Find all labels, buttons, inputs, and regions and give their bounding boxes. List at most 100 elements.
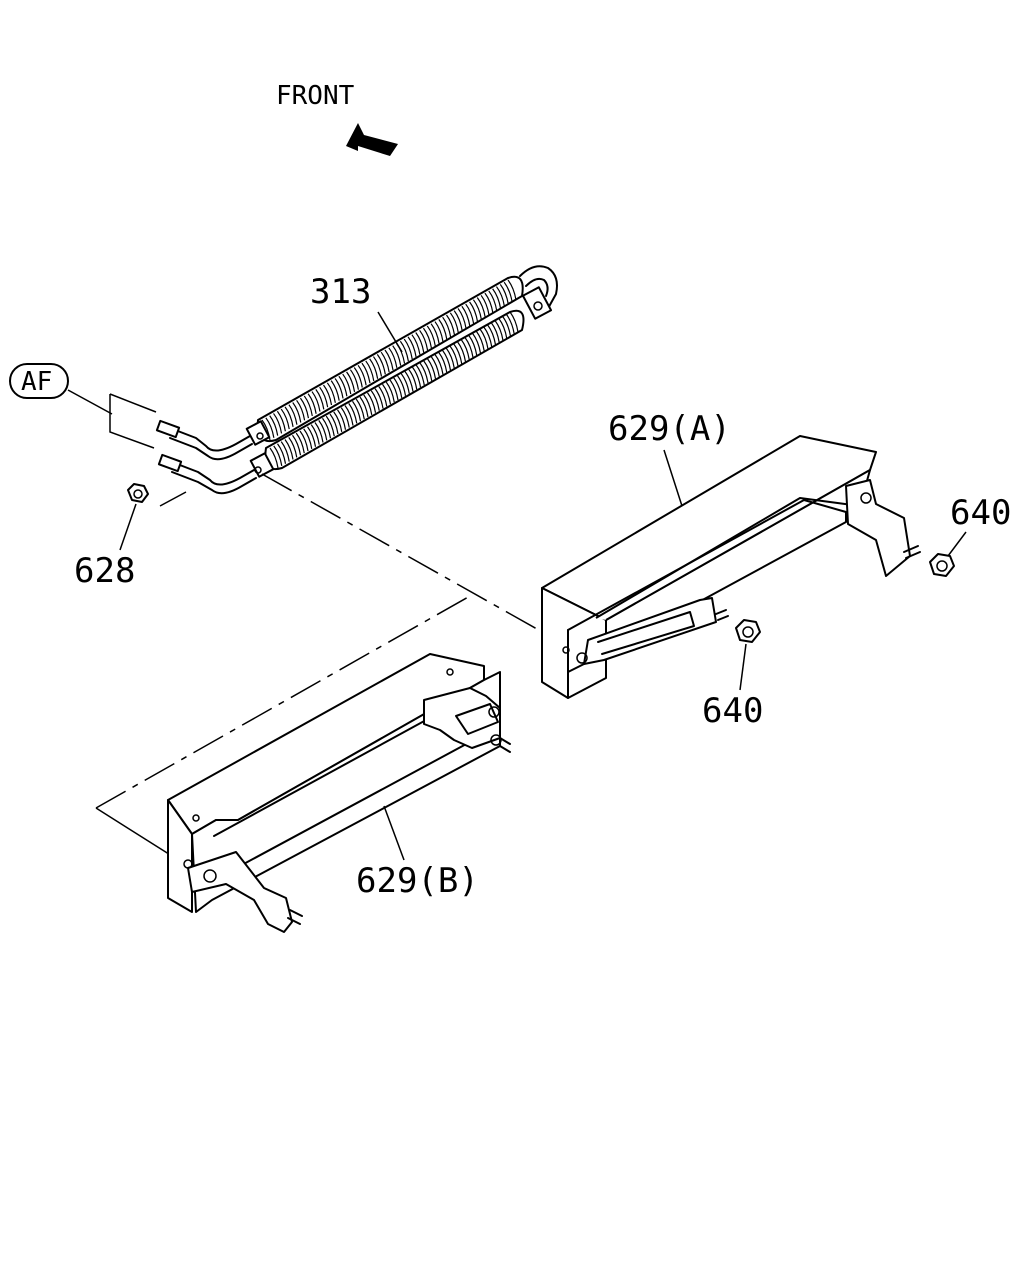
cooler-fin: [438, 352, 448, 373]
cooler-fin: [303, 395, 313, 417]
cooler-fin: [442, 316, 452, 338]
cooler-fin: [415, 364, 425, 386]
cooler-fin: [370, 390, 380, 411]
cooler-fin: [323, 384, 333, 406]
leader-640-right: [947, 531, 967, 557]
cooler-fin: [389, 379, 399, 401]
leader-628: [119, 503, 137, 551]
cooler-fin: [392, 345, 402, 366]
nut-640-right: [929, 553, 955, 577]
cooler-fin: [480, 294, 490, 316]
cooler-fin: [449, 312, 459, 333]
cooler-fin: [427, 358, 437, 379]
cooler-fin: [483, 326, 493, 347]
cooler-fin: [299, 430, 309, 452]
cooler-fin: [334, 378, 344, 399]
nut-640-center: [735, 619, 761, 643]
callout-629b: 629(B): [356, 861, 479, 901]
cooler-fin: [498, 318, 508, 339]
cooler-fin: [434, 354, 444, 375]
cooler-fin: [355, 398, 365, 420]
cooler-fin: [315, 389, 325, 410]
cooler-fin: [423, 360, 433, 381]
cooler-fin: [288, 437, 298, 458]
cooler-fin: [434, 321, 444, 342]
cooler-fin: [384, 349, 394, 371]
cooler-fin: [365, 360, 375, 382]
cooler-fin: [346, 371, 356, 392]
cooler-fin: [403, 338, 413, 360]
cooler-fin: [507, 279, 517, 301]
bracket-629a: [541, 435, 921, 699]
cooler-fin: [361, 362, 371, 384]
cooler-fin: [399, 340, 409, 362]
cooler-fin: [280, 408, 290, 430]
cooler-fin: [367, 392, 377, 413]
cooler-fin: [492, 288, 502, 309]
cooler-fin: [265, 417, 275, 438]
cooler-fin: [464, 337, 474, 358]
cooler-fin: [277, 443, 287, 464]
cooler-fin: [276, 410, 286, 432]
callout-628: 628: [74, 551, 135, 591]
cooler-fin: [505, 313, 515, 335]
cooler-fin: [352, 400, 362, 422]
cooler-fin: [357, 364, 367, 386]
cooler-fin: [269, 415, 279, 436]
leader-629a: [663, 449, 683, 507]
cooler-fin: [325, 415, 335, 437]
cooler-fin: [348, 403, 358, 424]
cooler-fin: [419, 362, 429, 384]
cooler-fin: [330, 380, 340, 401]
cooler-fin: [269, 447, 279, 469]
cooler-fin: [292, 402, 302, 423]
bracket-629b: [167, 653, 511, 933]
cooler-fin: [438, 319, 448, 340]
cooler-fin: [326, 382, 336, 403]
cooler-fin: [476, 297, 486, 318]
nut-628: [127, 483, 149, 503]
cooler-fin: [419, 329, 429, 351]
cooler-fin: [415, 332, 425, 353]
cooler-fin: [314, 422, 324, 443]
cooler-fin: [374, 388, 384, 409]
cooler-fin: [273, 445, 283, 466]
cooler-fin: [472, 299, 482, 320]
cooler-fin: [338, 375, 348, 397]
cooler-fin: [494, 320, 504, 341]
cooler-fin: [488, 290, 498, 312]
cooler-fin: [307, 426, 317, 447]
cooler-fin: [363, 394, 373, 415]
cooler-fin: [329, 413, 339, 435]
cooler-fin: [310, 424, 320, 445]
cooler-fin: [382, 383, 392, 405]
cooler-fin: [499, 284, 509, 305]
cooler-fin: [378, 386, 388, 407]
front-label: FRONT: [276, 81, 355, 111]
cooler-fin: [422, 327, 433, 349]
cooler-fin: [349, 369, 359, 390]
cooler-fin: [292, 434, 302, 456]
cooler-fin: [296, 399, 306, 421]
cooler-fin: [280, 441, 290, 462]
cooler-fin: [393, 377, 403, 398]
af-badge: AF: [9, 363, 113, 415]
cooler-fin: [457, 308, 467, 329]
cooler-fin: [385, 381, 395, 403]
cooler-fin: [472, 332, 482, 354]
cooler-fin: [342, 373, 352, 395]
cooler-fin: [353, 367, 363, 388]
cooler-fin: [453, 343, 463, 364]
cooler-fin: [388, 347, 398, 368]
assembly-line-629b-end: [95, 807, 173, 857]
cooler-fin: [430, 323, 440, 344]
leader-313: [377, 311, 403, 353]
cooler-fin: [487, 324, 497, 345]
front-arrow-icon: [346, 123, 398, 156]
cooler-fin: [380, 351, 390, 373]
cooler-fin: [453, 310, 463, 331]
cooler-fin: [460, 339, 470, 360]
cooler-fin: [397, 375, 407, 396]
cooler-fin: [299, 397, 310, 419]
